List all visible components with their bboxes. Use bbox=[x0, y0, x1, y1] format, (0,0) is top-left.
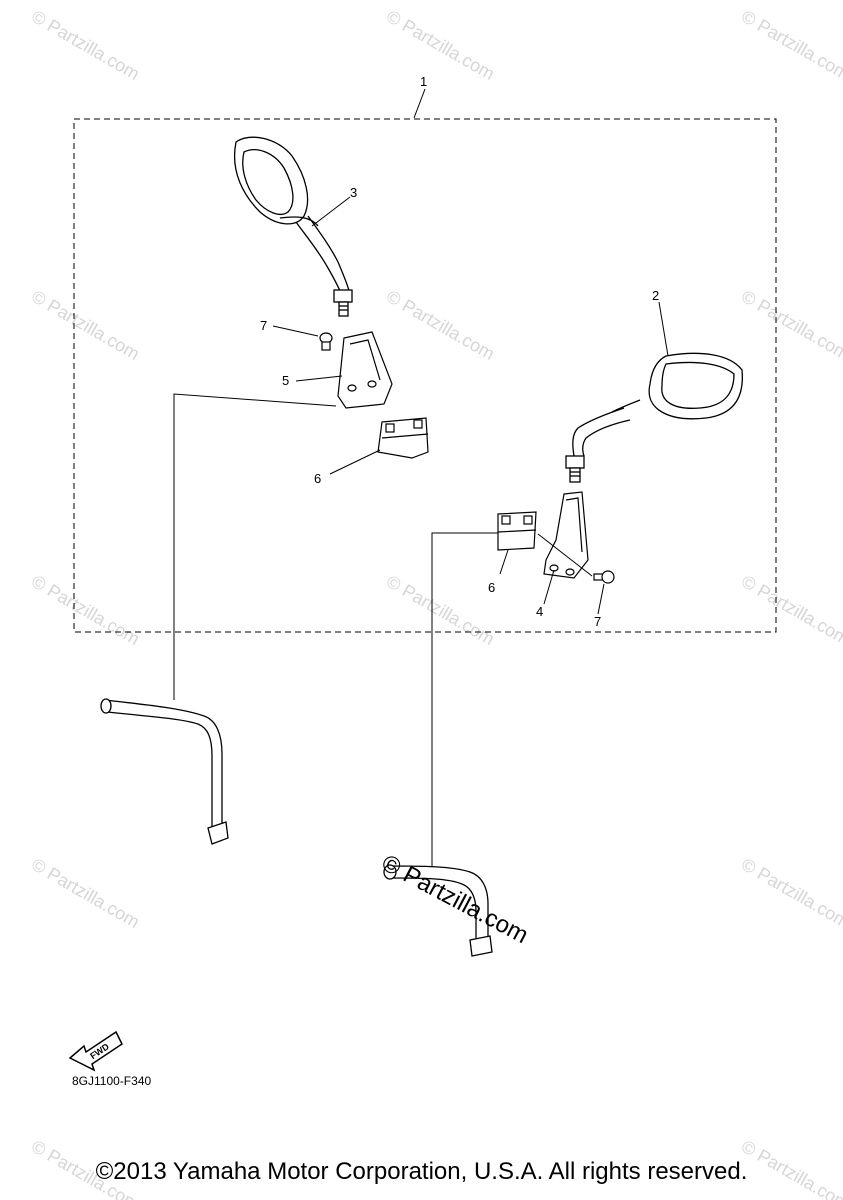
callout-1: 1 bbox=[420, 74, 427, 89]
handlebar-left bbox=[100, 698, 229, 845]
callout-7-right: 7 bbox=[594, 614, 601, 629]
leader-line bbox=[499, 549, 509, 575]
watermark: © Partzilla.com bbox=[738, 6, 843, 84]
handlebar-right bbox=[383, 864, 493, 957]
callout-3: 3 bbox=[350, 185, 357, 200]
leader-line bbox=[597, 583, 605, 615]
fwd-arrow-icon: FWD bbox=[68, 1030, 123, 1072]
watermark: © Partzilla.com bbox=[738, 286, 843, 364]
leader-line bbox=[329, 449, 381, 475]
bolt-left bbox=[319, 332, 333, 351]
watermark: © Partzilla.com bbox=[383, 571, 498, 649]
copyright-notice: ©2013 Yamaha Motor Corporation, U.S.A. A… bbox=[95, 1158, 748, 1185]
mirror-stay-left bbox=[337, 331, 393, 409]
assembly-boundary bbox=[73, 118, 777, 633]
leader-line bbox=[543, 569, 555, 605]
watermark-large: © Partzilla.com bbox=[377, 849, 532, 949]
watermark: © Partzilla.com bbox=[738, 854, 843, 932]
leader-line bbox=[413, 88, 426, 119]
callout-6-left: 6 bbox=[314, 471, 321, 486]
pointer-line-left bbox=[173, 393, 337, 700]
watermark: © Partzilla.com bbox=[28, 571, 143, 649]
pointer-line-right bbox=[431, 532, 498, 866]
rear-view-mirror-left bbox=[234, 136, 353, 317]
leader-line bbox=[295, 375, 343, 382]
diagram-code: 8GJ1100-F340 bbox=[72, 1074, 152, 1088]
leader-line bbox=[311, 196, 351, 227]
rear-view-mirror-right bbox=[565, 352, 743, 483]
callout-2: 2 bbox=[652, 288, 659, 303]
watermark: © Partzilla.com bbox=[383, 6, 498, 84]
watermark: © Partzilla.com bbox=[383, 286, 498, 364]
stay-clamp-left bbox=[377, 417, 429, 459]
callout-5: 5 bbox=[282, 373, 289, 388]
callout-4: 4 bbox=[536, 604, 543, 619]
leader-line bbox=[537, 533, 593, 577]
watermark: © Partzilla.com bbox=[28, 286, 143, 364]
callout-7-left: 7 bbox=[260, 318, 267, 333]
bolt-right bbox=[593, 570, 615, 584]
watermark: © Partzilla.com bbox=[738, 571, 843, 649]
leader-line bbox=[272, 325, 319, 337]
watermark: © Partzilla.com bbox=[28, 854, 143, 932]
callout-6-right: 6 bbox=[488, 580, 495, 595]
watermark-group: © Partzilla.com © Partzilla.com © Partzi… bbox=[28, 6, 843, 1200]
stay-clamp-right bbox=[497, 511, 537, 551]
watermark: © Partzilla.com bbox=[28, 6, 143, 84]
mirror-stay-right bbox=[543, 491, 589, 579]
leader-line bbox=[658, 301, 669, 357]
